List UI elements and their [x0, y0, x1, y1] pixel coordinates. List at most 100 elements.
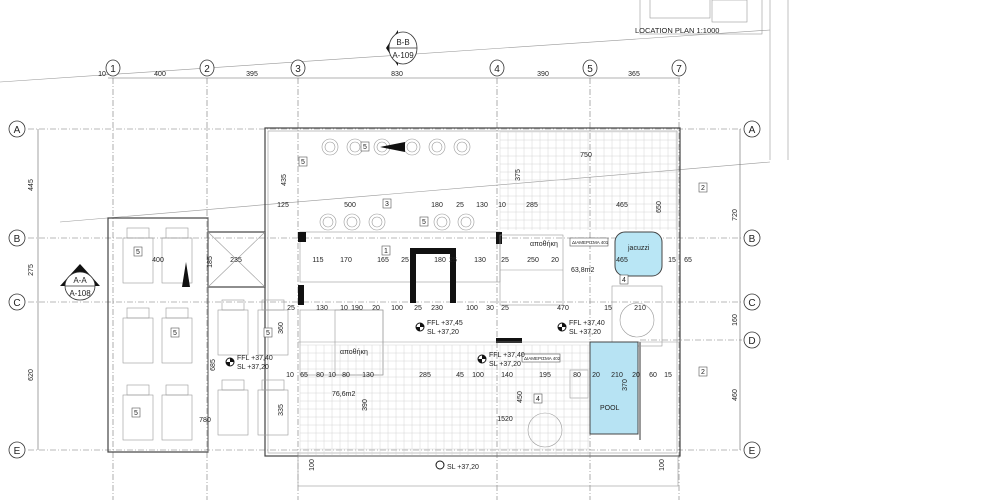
dimension-label: 80: [342, 372, 350, 379]
dimension-label: 25: [449, 257, 457, 264]
dimension-label: 335: [278, 404, 285, 416]
dimension-label: 130: [476, 202, 488, 209]
dimension-label: 10: [498, 202, 506, 209]
dimension-label: 170: [340, 257, 352, 264]
dimension-label: 10: [286, 372, 294, 379]
grid-row-bubble-right: E: [743, 441, 761, 459]
dimension-label: 100: [659, 459, 666, 471]
parking-spaces: [122, 227, 289, 441]
grid-column-bubble: 1: [105, 59, 121, 77]
detail-tag: 5: [298, 156, 308, 167]
sl-level: SL +37,20: [237, 364, 269, 371]
section-sheet: A-109: [392, 51, 414, 60]
left-dimension: 620: [28, 369, 35, 381]
north-arrow-icon: [380, 142, 405, 152]
room-storage-402: αποθήκη: [340, 349, 368, 356]
grid-row-bubble-left: E: [8, 441, 26, 459]
detail-tag: 5: [360, 141, 370, 152]
section-name: B-B: [396, 38, 409, 47]
top-dimension: 365: [628, 71, 640, 78]
left-dimension: 275: [28, 264, 35, 276]
detail-tag-label: 5: [301, 159, 305, 166]
grid-row-bubble-left: A: [8, 120, 26, 138]
dimension-label: 115: [312, 257, 323, 264]
apartment-401-area: 63,8m2: [571, 267, 594, 274]
dimension-label: 780: [199, 417, 211, 424]
dimension-label: 20: [372, 305, 380, 312]
dimension-label: 195: [539, 372, 551, 379]
ffl-level: FFL +37,40: [569, 320, 605, 327]
grid-column-bubble: 5: [582, 59, 598, 77]
dimension-label: 130: [362, 372, 374, 379]
dimension-label: 100: [472, 372, 484, 379]
apartment-402-label: ΔΙΑΜΕΡΙΣΜΑ 402: [524, 356, 561, 361]
sl-level: SL +37,20: [489, 361, 521, 368]
dimension-label: 210: [634, 305, 646, 312]
grid-row-label: B: [14, 234, 21, 245]
ffl-level: FFL +37,40: [489, 352, 525, 359]
dimension-label: 20: [632, 372, 640, 379]
section-marker-b-b[interactable]: B-B A-109: [386, 30, 418, 66]
location-plan-label: LOCATION PLAN 1:1000: [635, 26, 719, 35]
right-dimension: 720: [732, 209, 739, 221]
section-marker-a-a[interactable]: A-A A-108: [60, 264, 100, 301]
dimension-label: 180: [431, 202, 443, 209]
detail-tag-label: 2: [701, 369, 705, 376]
dimension-label: 1520: [497, 416, 513, 423]
dimension-label: 230: [431, 305, 443, 312]
detail-tag: 2: [698, 182, 708, 193]
dimension-label: 210: [611, 372, 623, 379]
grid-column-label: 4: [494, 64, 500, 75]
dimension-label: 750: [580, 152, 592, 159]
detail-tag-label: 5: [136, 249, 140, 256]
detail-tag: 3: [382, 198, 392, 209]
dimension-label: 100: [309, 459, 316, 471]
dimension-label: 10: [328, 372, 336, 379]
detail-tag: 5: [263, 327, 273, 338]
detail-tag: 5: [419, 216, 429, 227]
sl-level: SL +37,20: [427, 329, 459, 336]
grid-row-bubble-left: C: [8, 293, 26, 311]
detail-tag-label: 5: [173, 330, 177, 337]
background-line: [59, 161, 771, 223]
dimension-label: 125: [277, 202, 289, 209]
planters: [319, 138, 475, 231]
dimension-label: 650: [656, 201, 663, 213]
dimension-label: 10: [340, 305, 348, 312]
background-line: [0, 29, 771, 83]
dimension-label: 370: [622, 379, 629, 391]
dimension-label: 80: [316, 372, 324, 379]
detail-tag-label: 3: [385, 201, 389, 208]
dimension-label: 20: [551, 257, 559, 264]
dimension-label: 165: [377, 257, 389, 264]
dimension-label: 100: [466, 305, 478, 312]
grid-column-label: 2: [204, 64, 210, 75]
dimension-label: 285: [526, 202, 538, 209]
detail-tag: 1: [381, 245, 391, 256]
grid-row-label: A: [749, 125, 756, 136]
apartment-402-area: 76,6m2: [332, 391, 355, 398]
dimension-label: 25: [501, 257, 509, 264]
dimension-label: 60: [649, 372, 657, 379]
dimension-label: 185: [207, 256, 214, 268]
dimension-label: 465: [616, 202, 628, 209]
grid-row-bubble-right: D: [743, 331, 761, 349]
detail-tag-label: 5: [266, 330, 270, 337]
grid-column-bubble: 3: [290, 59, 306, 77]
right-dimension: 460: [732, 389, 739, 401]
dimension-label: 25: [456, 202, 464, 209]
dimension-label: 470: [557, 305, 569, 312]
dimension-label: 285: [419, 372, 431, 379]
grid-row-bubble-right: C: [743, 293, 761, 311]
top-dimension: 830: [391, 71, 403, 78]
section-name: A-A: [73, 276, 87, 285]
jacuzzi: [614, 231, 663, 277]
dimension-label: 465: [616, 257, 628, 264]
detail-tag-label: 1: [384, 248, 388, 255]
dimension-label: 15: [604, 305, 612, 312]
dimension-label: 20: [592, 372, 600, 379]
grid-column-label: 3: [295, 64, 301, 75]
